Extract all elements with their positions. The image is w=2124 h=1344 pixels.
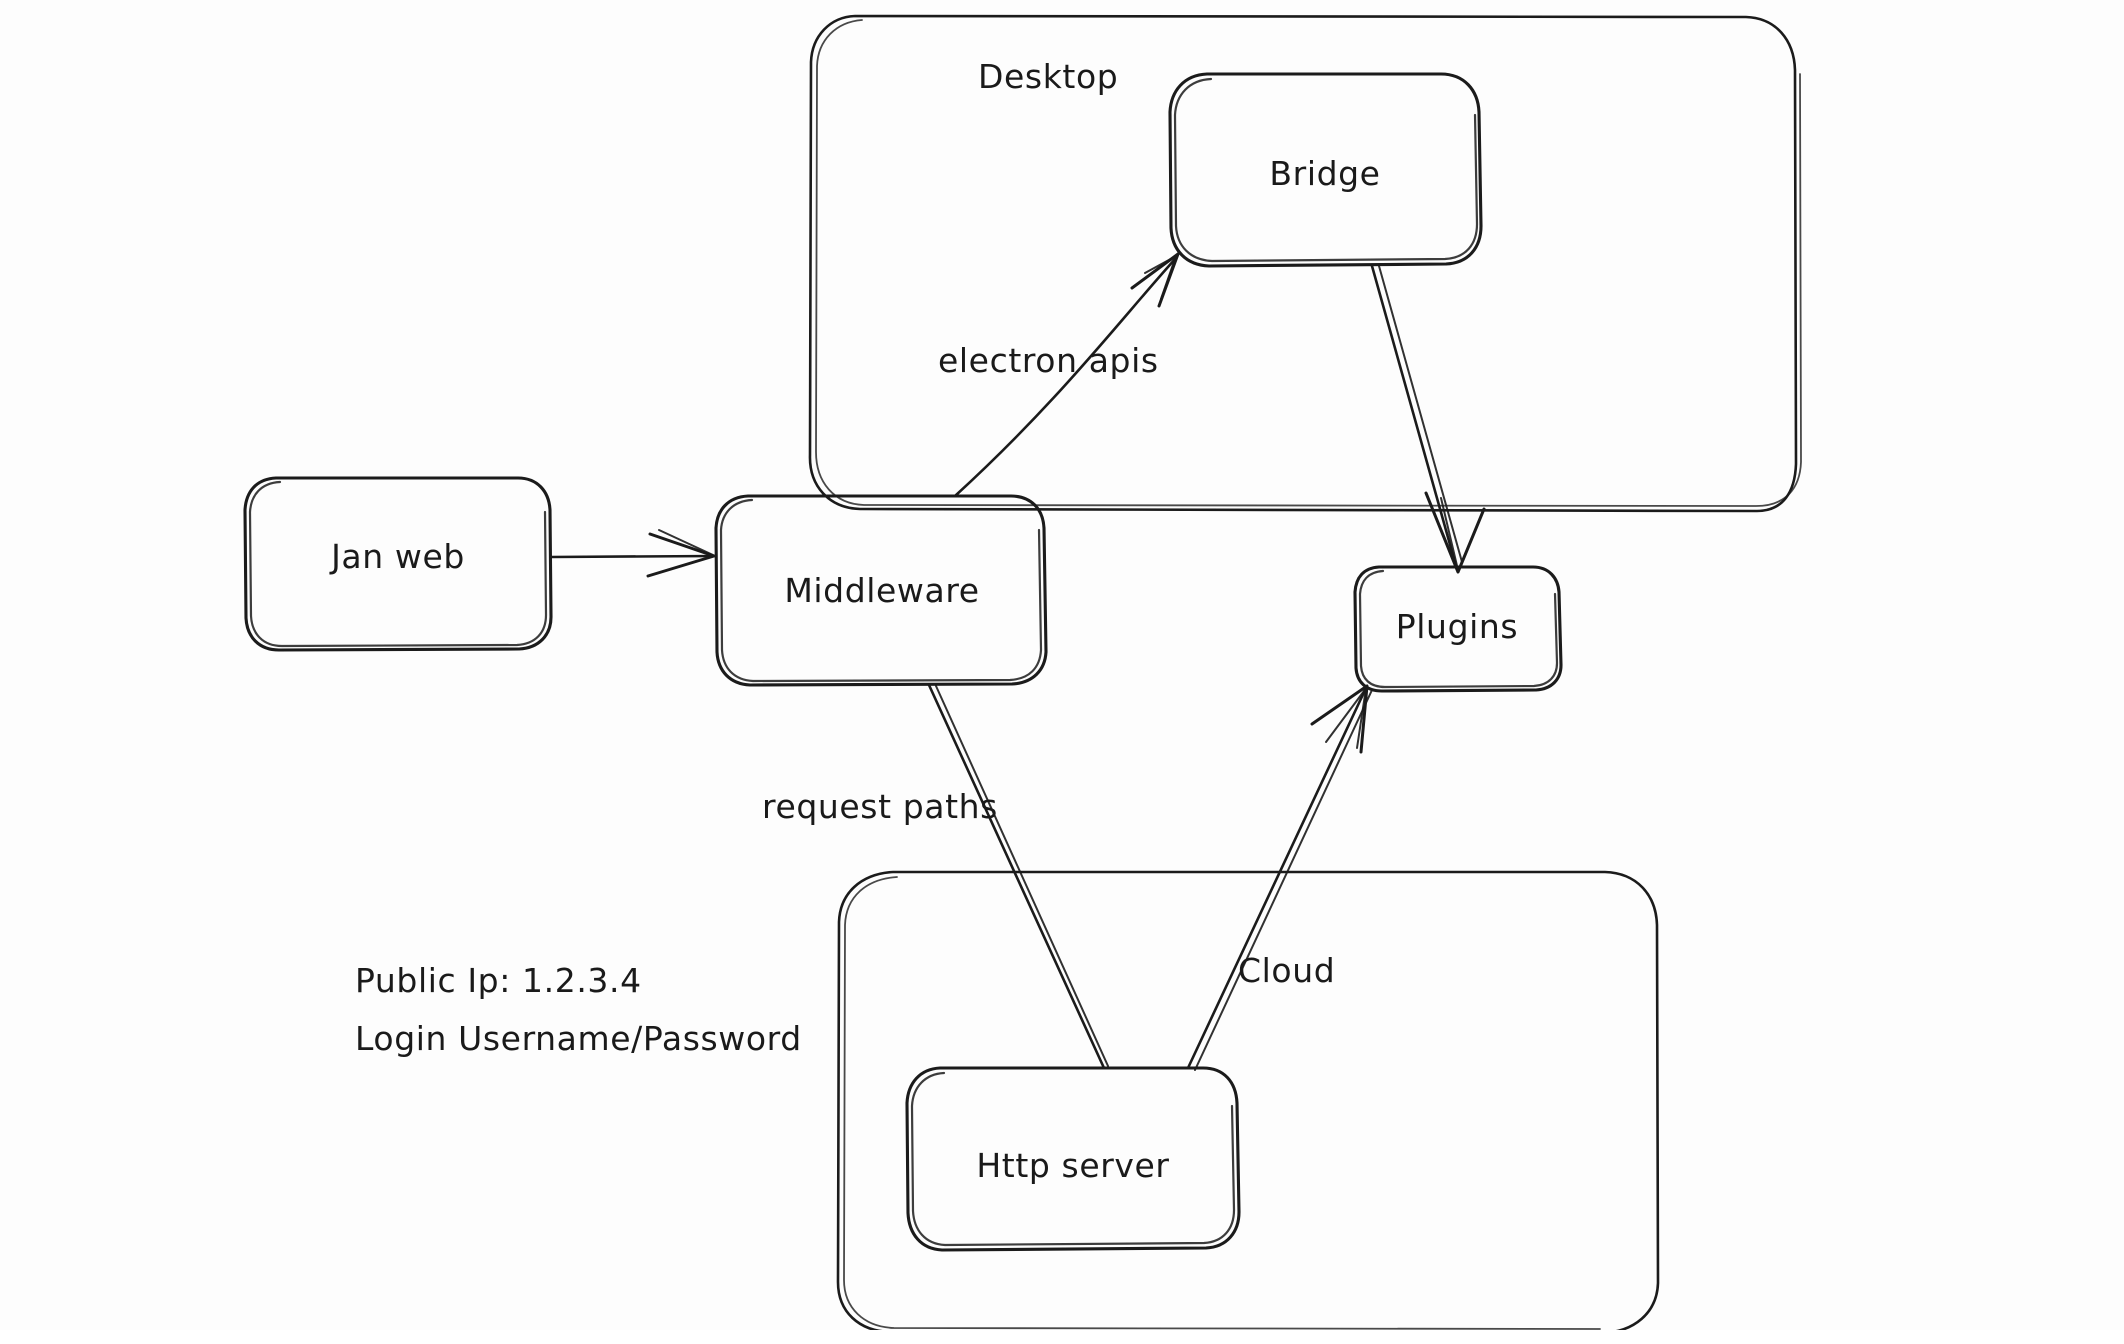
jan-web-box-sketch [248,480,548,648]
edge-label-electron-apis: electron apis [938,341,1159,380]
note-login-credentials: Login Username/Password [355,1019,802,1058]
arrowhead-plugins-top-sketch [1440,497,1459,571]
edge-line-middleware-bridge [953,256,1178,498]
desktop-group-border-sketch [815,19,1802,507]
edge-middleware-to-bridge[interactable]: electron apis [938,252,1180,498]
edge-line-jan-web-middleware [549,554,718,559]
http-server-box-sketch [910,1071,1236,1247]
arrowhead-bridge-in-sketch [1144,254,1179,274]
node-label-plugins: Plugins [1396,607,1518,646]
arrowhead-plugins-bottom-left-sketch2 [1356,687,1367,749]
node-middleware[interactable]: Middleware [714,494,1048,687]
edge-label-request-paths: request paths [762,787,998,826]
edge-bridge-to-plugins[interactable] [1370,264,1486,574]
notes-block: Public Ip: 1.2.3.4 Login Username/Passwo… [355,961,802,1058]
node-label-middleware: Middleware [784,571,979,610]
edge-line-http-server-plugins-sketch [1194,689,1373,1071]
node-jan-web[interactable]: Jan web [243,476,553,652]
edge-middleware-to-http-server[interactable]: request paths [762,683,1109,1070]
middleware-box [714,494,1048,687]
edge-line-bridge-plugins-sketch [1378,265,1463,563]
cloud-group-border-sketch [843,876,1601,1330]
plugins-box [1353,565,1563,693]
http-server-box [905,1066,1241,1252]
edge-line-middleware-http-server [927,683,1106,1070]
arrowhead-plugins-top [1424,491,1486,574]
arrowhead-plugins-bottom-left [1310,684,1369,754]
note-public-ip: Public Ip: 1.2.3.4 [355,961,642,1000]
middleware-box-sketch [719,498,1043,683]
edge-line-http-server-plugins [1186,686,1368,1070]
node-plugins[interactable]: Plugins [1353,565,1563,693]
bottom-white-strip [0,1330,2124,1344]
bridge-box-sketch [1173,77,1479,263]
edge-jan-web-to-middleware[interactable] [549,529,718,578]
arrowhead-bridge-in-sketch2 [1160,255,1177,300]
jan-web-box [243,476,553,652]
node-bridge[interactable]: Bridge [1168,72,1483,268]
node-label-http-server: Http server [976,1146,1169,1185]
edge-line-middleware-http-server-sketch [935,685,1109,1067]
desktop-group-border [808,14,1798,513]
edge-label-cloud: Cloud [1238,951,1335,990]
group-label-desktop: Desktop [978,57,1118,96]
node-label-bridge: Bridge [1269,154,1380,193]
edge-http-server-to-plugins[interactable]: Cloud [1186,684,1373,1071]
bridge-box [1168,72,1483,268]
arrowhead-middleware-in [646,532,716,578]
arrowhead-plugins-bottom-left-sketch [1325,686,1368,743]
node-label-jan-web: Jan web [329,537,465,576]
plugins-box-sketch [1358,569,1559,689]
node-http-server[interactable]: Http server [905,1066,1241,1252]
arrowhead-middleware-in-sketch [658,529,714,556]
edge-line-bridge-plugins [1370,264,1458,568]
group-desktop[interactable]: Desktop [808,14,1802,513]
